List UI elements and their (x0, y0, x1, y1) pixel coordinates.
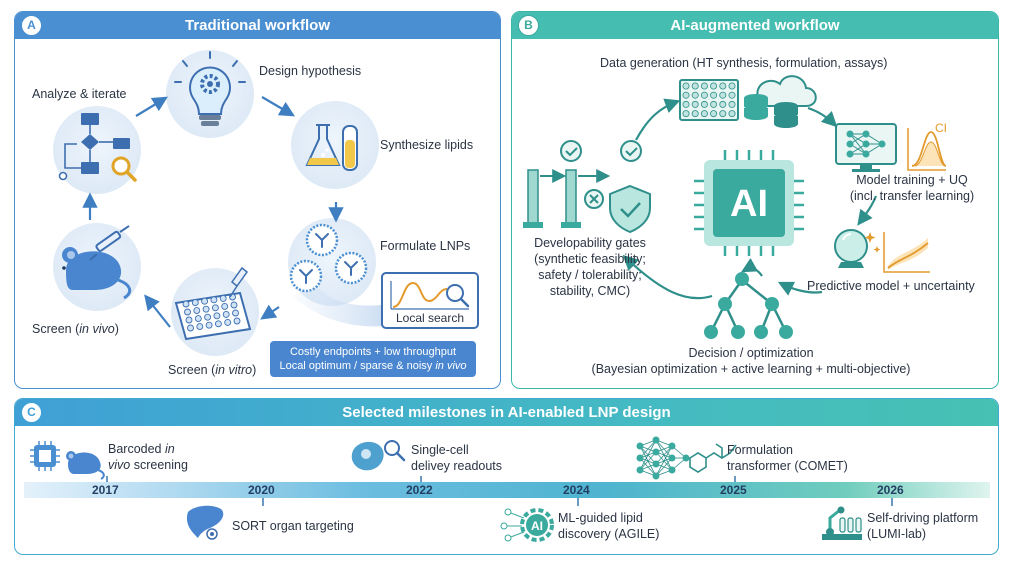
year-2017: 2017 (92, 483, 119, 497)
panel-a-header: Traditional workflow (15, 12, 500, 39)
milestone-2026: Self-driving platform(LUMI-lab) (867, 511, 979, 541)
label-formulate-lnps: Formulate LNPs (380, 239, 471, 253)
screen-in-vitro-icon (171, 266, 259, 356)
screen-in-vivo-icon (53, 223, 141, 311)
panel-c-title: Selected milestones in AI-enabled LNP de… (342, 404, 671, 421)
ai-chip-label: AI (730, 183, 768, 225)
local-search-label: Local search (395, 311, 465, 325)
panel-c-letter: C (21, 402, 42, 423)
year-2026: 2026 (877, 483, 904, 497)
single-cell-icon (351, 440, 406, 471)
year-2020: 2020 (248, 483, 275, 497)
well-plate-icon (679, 79, 739, 121)
label-synthesize-lipids: Synthesize lipids (380, 138, 474, 152)
robot-lab-icon (822, 506, 862, 540)
label-data-generation: Data generation (HT synthesis, formulati… (600, 56, 888, 70)
local-search-wedge (292, 288, 404, 327)
confidence-interval-icon: CI (907, 121, 947, 171)
ai-chip-icon: AI (694, 150, 804, 256)
note-line-2: Local optimum / sparse & noisy in vivo (279, 360, 467, 372)
ai-cycle-arrows (622, 98, 878, 300)
label-screen-in-vivo: Screen (in vivo) (32, 322, 119, 336)
formulate-lnps-icon (288, 218, 376, 306)
panel-b-title: AI-augmented workflow (670, 17, 840, 34)
panel-milestones: Selected milestones in AI-enabled LNP de… (14, 398, 999, 555)
crystal-ball-icon (834, 229, 881, 268)
panel-a-title: Traditional workflow (184, 17, 330, 34)
synthesize-lipids-icon (291, 101, 379, 189)
label-developability-gates: Developability gates(synthetic feasibili… (534, 236, 646, 298)
panel-a-letter: A (21, 15, 42, 36)
milestone-2020: SORT organ targeting (232, 519, 354, 533)
label-design-hypothesis: Design hypothesis (259, 64, 362, 78)
milestone-2017: Barcoded in vivo screening (108, 442, 188, 472)
database-cloud-icon (744, 75, 817, 128)
label-predictive-model: Predictive model + uncertainty (807, 279, 975, 293)
analyze-iterate-icon (53, 106, 141, 194)
microchip-icon (30, 441, 60, 471)
developability-gates-icon (523, 140, 651, 234)
prediction-band-icon (883, 232, 930, 273)
mouse-icon (66, 451, 105, 480)
molecule-structure-icon (689, 443, 737, 473)
liver-icon (186, 505, 224, 540)
local-search-box: Local search (381, 272, 479, 329)
year-2024: 2024 (563, 483, 590, 497)
design-hypothesis-icon (166, 50, 254, 138)
limitation-note: Costly endpoints + low throughput Local … (270, 341, 476, 377)
label-model-training: Model training + UQ(incl. transfer learn… (849, 173, 975, 203)
ai-gear-icon: AI (500, 508, 554, 542)
label-decision-optimization: Decision / optimization(Bayesian optimiz… (591, 346, 911, 376)
label-screen-in-vitro: Screen (in vitro) (168, 363, 257, 377)
note-line-1: Costly endpoints + low throughput (289, 346, 457, 358)
panel-c-header: Selected milestones in AI-enabled LNP de… (15, 399, 998, 426)
panel-b-letter: B (518, 15, 539, 36)
year-2022: 2022 (406, 483, 433, 497)
ci-label: CI (935, 121, 947, 135)
transformer-network-icon (636, 436, 690, 480)
panel-b-header: AI-augmented workflow (512, 12, 998, 39)
traditional-cycle-arrows (82, 96, 344, 328)
label-analyze-iterate: Analyze & iterate (32, 87, 127, 101)
year-2025: 2025 (720, 483, 747, 497)
model-training-icon (835, 123, 897, 172)
local-search-curve-icon (390, 281, 470, 310)
timeline-bar (24, 482, 990, 498)
ai-gear-label: AI (531, 519, 543, 533)
decision-tree-icon (704, 272, 793, 339)
